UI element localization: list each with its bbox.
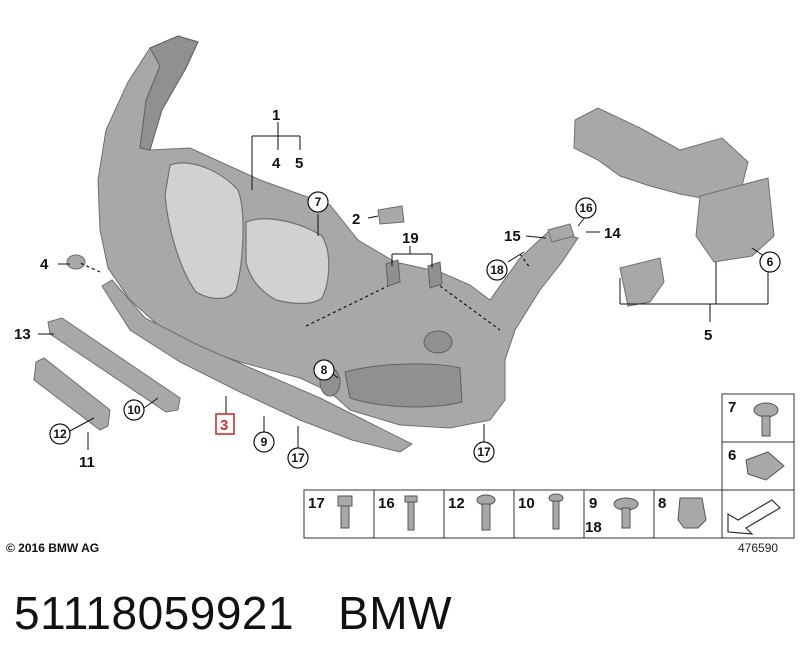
callout-3-highlight [215,413,235,435]
screw-16-icon [404,495,418,503]
grille-frame-right [245,218,330,305]
lower-intake [344,363,463,408]
callout-17-right: 17 [477,445,491,459]
nut-6-icon [745,451,785,481]
hardware-legend: 17 16 12 10 9 18 8 7 6 [303,393,795,539]
license-plate-bracket [33,357,111,431]
callout-3: 3 [220,417,228,434]
hardware-7: 7 [728,399,736,416]
callout-18: 18 [490,263,504,277]
callout-12: 12 [53,427,67,441]
clip-17-icon [337,495,353,507]
callout-17-lower: 17 [291,451,305,465]
hardware-17: 17 [308,495,325,512]
callout-7: 7 [315,195,322,209]
callout-15: 15 [504,228,521,245]
seal-strip [547,223,575,243]
hardware-16: 16 [378,495,395,512]
bracket-left [385,259,401,287]
parts-diagram: 1 4 5 2 19 15 14 4 13 11 5 3 7 16 18 6 8… [14,35,795,539]
footer-caption: 51118059921 BMW [14,586,452,640]
callout-4-left: 4 [40,256,49,273]
hardware-12: 12 [448,495,465,512]
copyright-text: © 2016 BMW AG [6,541,100,555]
carrier-upper [573,107,749,201]
callout-6: 6 [767,255,774,269]
callout-14: 14 [604,225,621,242]
callout-10: 10 [127,403,141,417]
trim-strip [101,279,413,453]
callout-13: 13 [14,326,31,343]
hardware-6: 6 [728,447,736,464]
carrier-side [695,177,775,263]
hardware-9: 9 [589,495,597,512]
screw-7-icon [753,402,779,418]
bracket-right [427,261,443,289]
clip-8-icon [677,497,707,529]
callout-16: 16 [579,201,593,215]
hardware-8: 8 [658,495,666,512]
bumper-side-flange [139,35,199,151]
arrow-icon [727,499,781,535]
hardware-18: 18 [585,519,602,536]
callout-9: 9 [261,435,268,449]
callout-4-upper: 4 [272,155,281,172]
callout-8: 8 [321,363,328,377]
callout-2: 2 [352,211,360,228]
carrier-lower [619,257,665,307]
callout-5-upper: 5 [295,155,303,172]
washer-jet-cover [377,205,405,225]
callout-1: 1 [272,107,280,124]
hardware-10: 10 [518,495,535,512]
part-number: 51118059921 [14,587,295,639]
callout-19: 19 [402,230,419,247]
tow-hook-cap [66,254,86,270]
brand-name: BMW [338,587,453,639]
callout-11: 11 [79,454,95,471]
callout-5-lower: 5 [704,327,712,344]
image-number: 476590 [738,541,779,555]
fog-opening-right [423,330,453,354]
grille-frame-left [164,162,244,300]
